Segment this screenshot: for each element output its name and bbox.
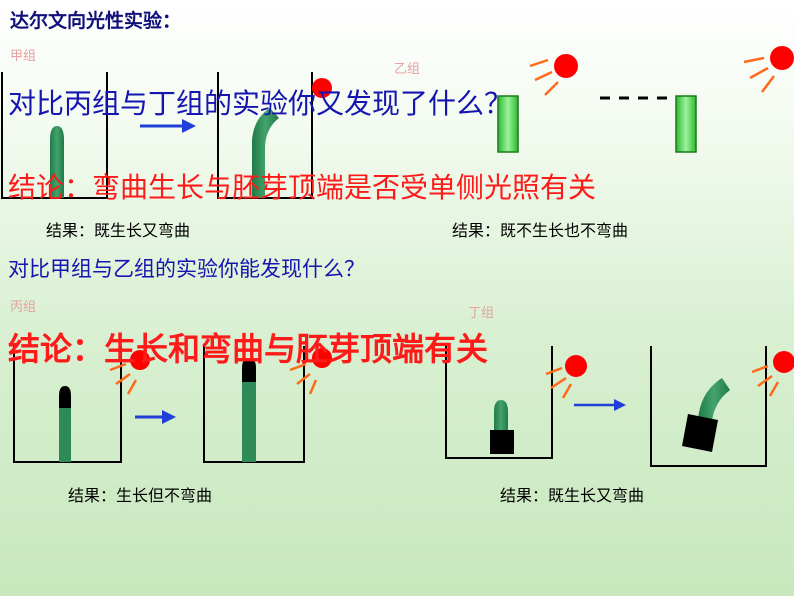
yi-seedling-1 xyxy=(497,95,519,153)
conclusion-2: 结论：生长和弯曲与胚芽顶端有关 xyxy=(8,330,489,368)
bing-seedling-2 xyxy=(242,378,256,462)
jia-seedling-2 xyxy=(252,108,279,198)
result-yi: 结果：既不生长也不弯曲 xyxy=(452,221,629,240)
page-title: 达尔文向光性实验： xyxy=(10,10,182,32)
bing-cap-1 xyxy=(59,386,71,408)
group-label-yi: 乙组 xyxy=(394,62,421,77)
result-ding: 结果：既生长又弯曲 xyxy=(500,486,645,505)
ding-sun-1 xyxy=(545,355,587,399)
ding-box-2 xyxy=(650,346,767,467)
group-label-ding: 丁组 xyxy=(468,306,495,321)
ding-base-2 xyxy=(682,414,718,452)
ding-box-1 xyxy=(445,346,553,459)
result-bing: 结果：生长但不弯曲 xyxy=(68,486,213,505)
question-1: 对比丙组与丁组的实验你又发现了什么？ xyxy=(8,87,513,120)
jia-arrow xyxy=(140,119,196,133)
ding-arrow xyxy=(574,399,626,411)
bing-seedling-1 xyxy=(59,404,71,462)
jia-sun xyxy=(312,78,332,98)
bing-cap-2 xyxy=(242,358,256,382)
conclusion-1: 结论：弯曲生长与胚芽顶端是否受单侧光照有关 xyxy=(8,171,597,204)
group-label-bing: 丙组 xyxy=(10,300,37,315)
yi-sun-1 xyxy=(529,54,578,96)
bing-arrow xyxy=(135,410,176,424)
ding-base-1 xyxy=(490,430,514,454)
result-jia: 结果：既生长又弯曲 xyxy=(46,221,191,240)
ding-seedling-2 xyxy=(698,378,730,422)
ding-seedling-1 xyxy=(494,400,508,430)
bing-sun-2 xyxy=(289,348,332,395)
jia-seedling-1 xyxy=(50,126,64,198)
yi-seedling-2 xyxy=(675,95,697,153)
group-label-jia: 甲组 xyxy=(10,49,37,64)
question-2: 对比甲组与乙组的实验你能发现什么？ xyxy=(8,257,365,281)
ding-sun-2 xyxy=(751,351,794,397)
bing-sun-1 xyxy=(109,350,150,395)
yi-sun-2 xyxy=(743,46,794,93)
